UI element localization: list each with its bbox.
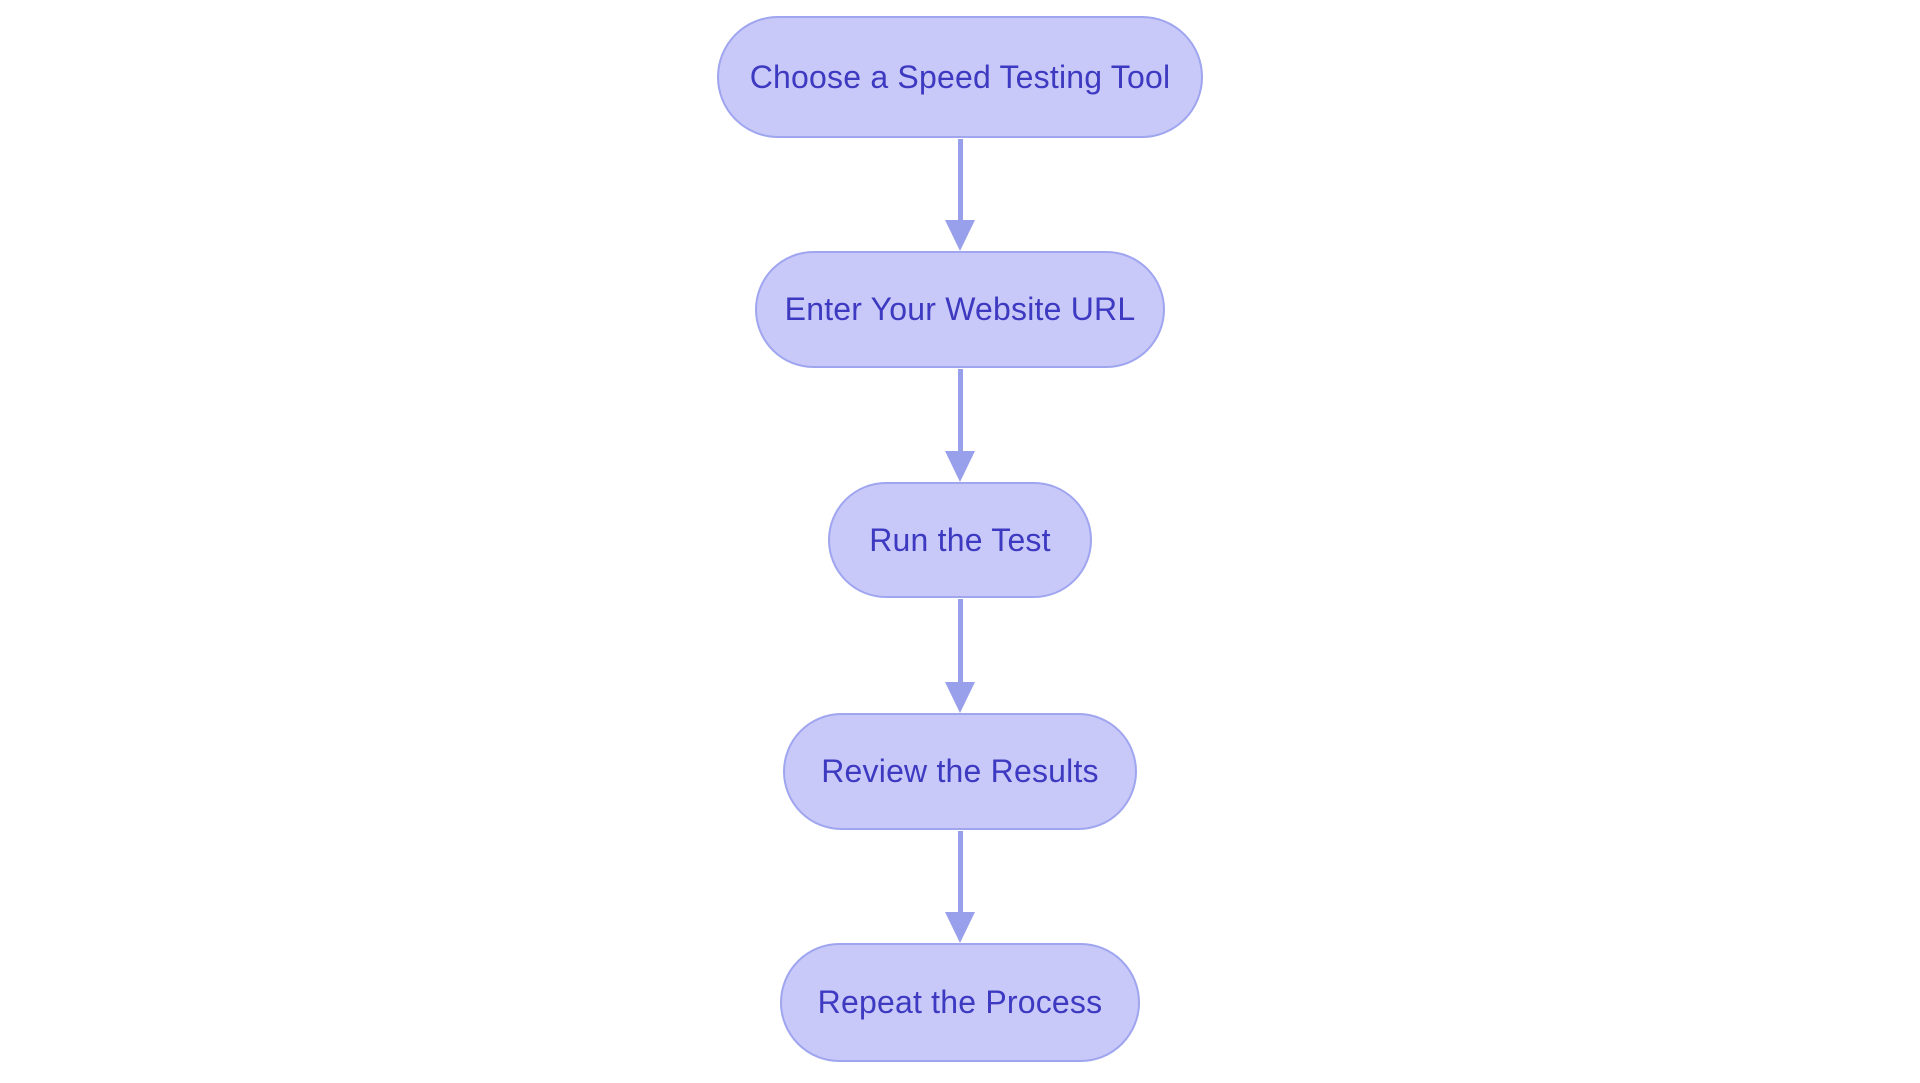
- arrow-head-down-icon: [945, 912, 975, 943]
- arrow-connector-3: [945, 599, 975, 713]
- flow-node-repeat-the-process: Repeat the Process: [780, 943, 1140, 1062]
- flow-node-label: Repeat the Process: [817, 984, 1103, 1020]
- flow-node-label: Review the Results: [821, 753, 1099, 789]
- arrow-head-down-icon: [945, 682, 975, 713]
- arrow-line: [957, 369, 963, 451]
- flow-node-choose-speed-testing-tool: Choose a Speed Testing Tool: [717, 16, 1203, 138]
- arrow-connector-2: [945, 369, 975, 482]
- arrow-head-down-icon: [945, 451, 975, 482]
- flow-node-review-the-results: Review the Results: [783, 713, 1137, 830]
- flow-node-label: Run the Test: [869, 521, 1051, 558]
- flow-node-run-the-test: Run the Test: [828, 482, 1092, 598]
- arrow-line: [957, 831, 963, 912]
- arrow-line: [957, 139, 963, 220]
- flow-node-enter-website-url: Enter Your Website URL: [755, 251, 1165, 368]
- flow-node-label: Enter Your Website URL: [784, 291, 1136, 327]
- arrow-line: [957, 599, 963, 682]
- arrow-connector-4: [945, 831, 975, 943]
- flow-node-label: Choose a Speed Testing Tool: [749, 58, 1171, 95]
- arrow-connector-1: [945, 139, 975, 251]
- arrow-head-down-icon: [945, 220, 975, 251]
